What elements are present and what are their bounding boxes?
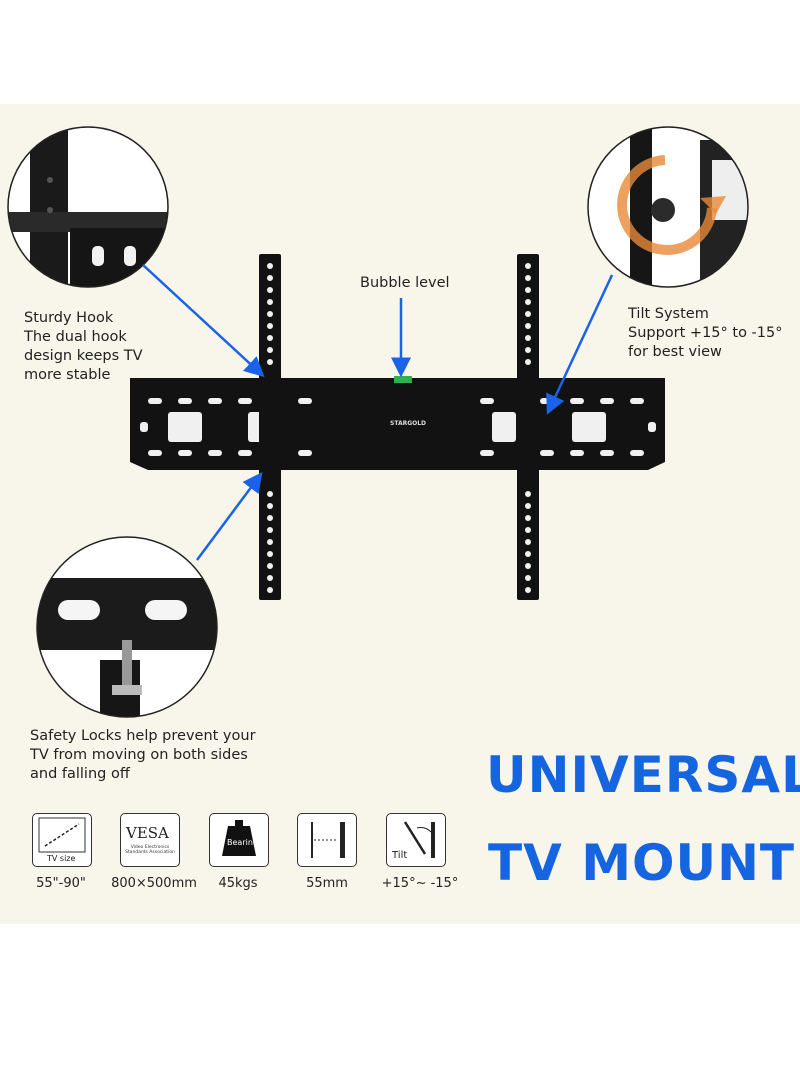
brand-label: STARGOLD <box>390 420 427 427</box>
tilt-icon-text: Tilt <box>392 850 408 861</box>
tilt-icon: Tilt <box>386 813 446 867</box>
spec-value-tilt: +15°~ -15° <box>381 876 459 891</box>
tilt-system-text: Tilt System Support +15° to -15° for bes… <box>628 306 783 360</box>
bubble-level-label: Bubble level <box>360 275 450 291</box>
tv-size-icon-text: TV size <box>47 854 76 863</box>
headline-line2: TV MOUNT <box>488 834 796 892</box>
safety-lock-detail-circle <box>36 536 218 718</box>
vesa-icon: VESA Video Electronics Standards Associa… <box>120 813 180 867</box>
spec-value-tv-size: 55"-90" <box>36 876 86 891</box>
tilt-detail-circle <box>587 126 749 288</box>
wall-distance-icon <box>297 813 357 867</box>
callout-arrows <box>142 264 614 561</box>
tv-size-icon: TV size <box>32 813 92 867</box>
vesa-icon-text: VESA <box>126 824 169 842</box>
spec-value-wall-distance: 55mm <box>306 876 348 891</box>
weight-bearing-icon: Bearing <box>209 813 269 867</box>
spec-value-vesa: 800×500mm <box>111 876 197 891</box>
left-vertical-bracket <box>259 254 281 600</box>
headline-line1: UNIVERSAL <box>486 746 800 804</box>
hook-detail-circle <box>7 126 169 288</box>
weight-bearing-icon-text: Bearing <box>227 838 258 847</box>
vesa-icon-subtext: Video Electronics Standards Association <box>125 845 175 855</box>
right-vertical-bracket <box>517 254 539 600</box>
sturdy-hook-text: Sturdy Hook The dual hook design keeps T… <box>24 310 143 383</box>
safety-locks-text: Safety Locks help prevent your TV from m… <box>30 728 256 782</box>
spec-value-bearing: 45kgs <box>218 876 258 891</box>
